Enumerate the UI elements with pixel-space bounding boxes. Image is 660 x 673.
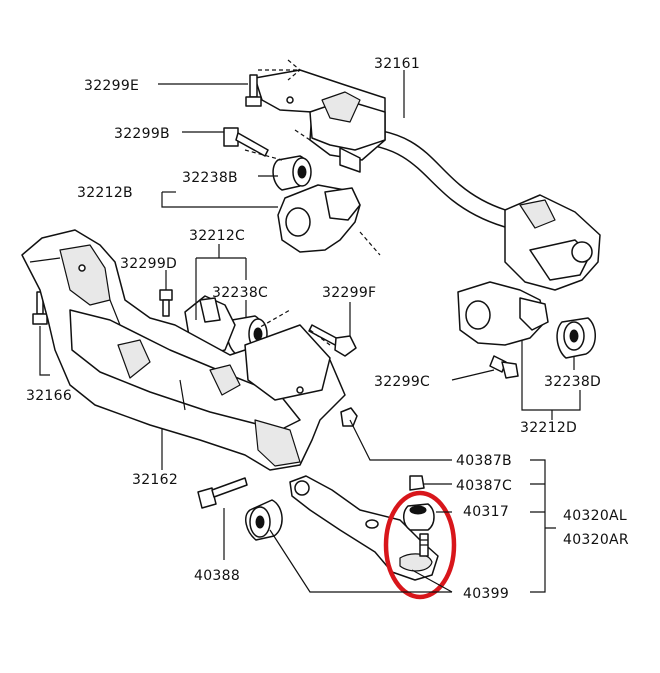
bracket-32212D-icon: [457, 281, 549, 346]
bolt-32299C-icon: [489, 355, 519, 379]
label-32299F: 32299F: [322, 285, 376, 301]
bushing-32238D-icon: [556, 317, 596, 359]
bushing-40388-icon: [245, 499, 283, 541]
leader-lines: [39, 59, 581, 593]
label-40388: 40388: [194, 568, 240, 584]
label-40387C: 40387C: [456, 478, 512, 494]
nut-40387B-icon: [340, 407, 358, 427]
label-32212B: 32212B: [77, 185, 133, 201]
label-40317: 40317: [463, 504, 509, 520]
bolt-32299E-icon: [245, 74, 262, 107]
stabilizer-bar: [254, 69, 601, 291]
bushing-32238B-icon: [272, 155, 312, 191]
nut-40387C-icon: [409, 475, 425, 491]
label-40320AL: 40320AL: [563, 508, 627, 524]
bolt-32299F-icon: [308, 324, 357, 357]
bracket-32212B-icon: [277, 184, 361, 253]
label-32299D: 32299D: [120, 256, 177, 272]
label-32212C: 32212C: [189, 228, 245, 244]
label-32166: 32166: [26, 388, 72, 404]
bolt-32299D-icon: [159, 289, 173, 317]
label-32299B: 32299B: [114, 126, 170, 142]
label-32299E: 32299E: [84, 78, 139, 94]
bolt-32299B-icon: [223, 127, 269, 157]
label-40320AR: 40320AR: [563, 532, 629, 548]
label-40387B: 40387B: [456, 453, 512, 469]
label-32238B: 32238B: [182, 170, 238, 186]
label-32161: 32161: [374, 56, 420, 72]
label-32238C: 32238C: [212, 285, 268, 301]
highlight-oval: [383, 490, 457, 600]
label-40399: 40399: [463, 586, 509, 602]
label-32299C: 32299C: [374, 374, 430, 390]
label-32162: 32162: [132, 472, 178, 488]
bolt-40388-icon: [197, 477, 248, 509]
label-32212D: 32212D: [520, 420, 577, 436]
lower-arm: [289, 475, 439, 581]
crossmember: [21, 229, 346, 471]
label-32238D: 32238D: [544, 374, 601, 390]
